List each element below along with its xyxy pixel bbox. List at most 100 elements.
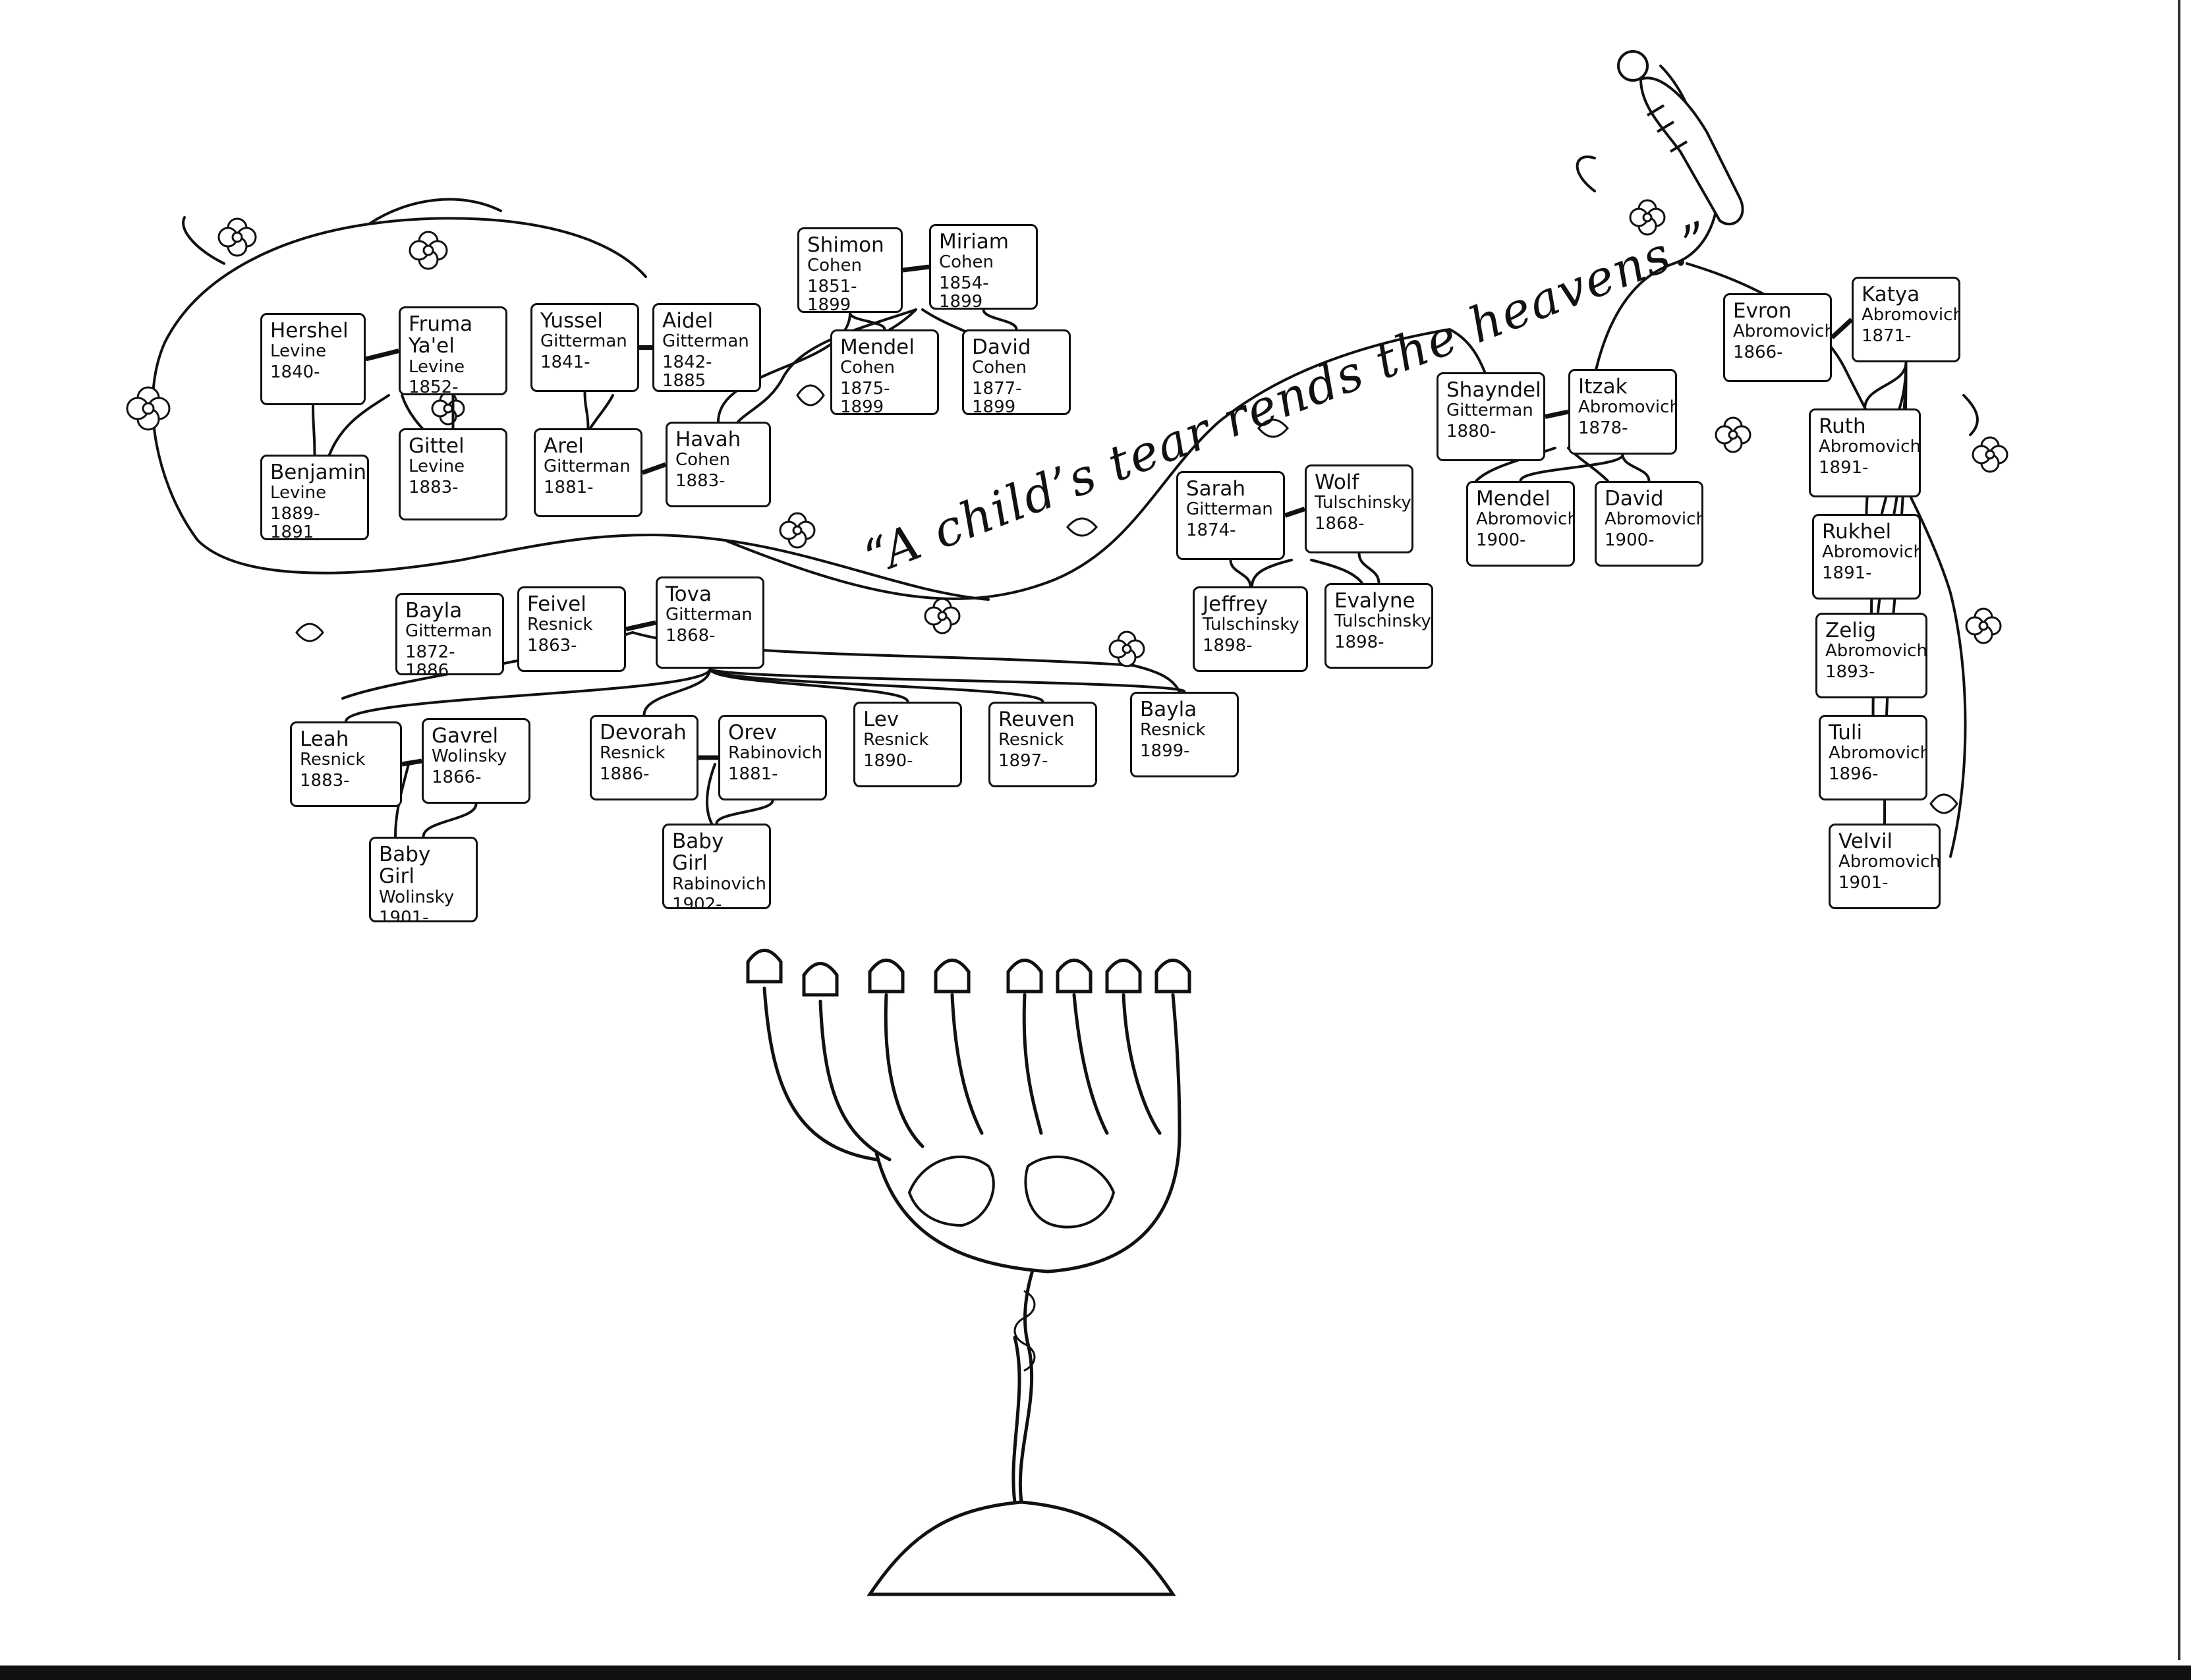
descent-link bbox=[312, 405, 316, 455]
menorah-illustration bbox=[746, 949, 1191, 1596]
person-first-name: David bbox=[972, 335, 1031, 359]
person-first-name: Miriam bbox=[939, 230, 1009, 254]
flower-icon bbox=[217, 217, 257, 257]
descent-link bbox=[583, 391, 590, 429]
person-first-name: Mendel bbox=[1476, 487, 1551, 511]
person-last-name: Gitterman bbox=[666, 605, 753, 625]
person-last-name: Abromovich bbox=[1825, 641, 1927, 661]
person-first-name: Lev bbox=[863, 708, 899, 731]
person-years: 1841- bbox=[540, 352, 590, 372]
person-years: 1868- bbox=[666, 625, 716, 646]
shofar-hand-illustration bbox=[1617, 50, 1744, 225]
descent-link bbox=[708, 667, 1044, 703]
descent-link bbox=[715, 800, 774, 824]
person-years: 1901- bbox=[379, 908, 429, 922]
person-last-name: Resnick bbox=[1140, 720, 1206, 741]
person-years: 1898- bbox=[1203, 635, 1253, 656]
descent-link bbox=[982, 309, 1018, 330]
person-first-name: Tova bbox=[666, 582, 712, 606]
person-first-name: Shimon bbox=[807, 233, 884, 257]
person-first-name: Fruma Ya'el bbox=[409, 312, 473, 358]
person-years: 1868- bbox=[1315, 513, 1365, 534]
flower-icon bbox=[1629, 199, 1666, 236]
page-right-border bbox=[2178, 0, 2180, 1660]
person-years: 1902- bbox=[672, 895, 722, 909]
person-years: 1854-1899 bbox=[939, 273, 989, 310]
marriage-link bbox=[641, 462, 667, 475]
person-first-name: Shayndel bbox=[1446, 378, 1541, 402]
person-years: 1863- bbox=[527, 635, 577, 656]
dove-right-icon bbox=[1024, 1156, 1116, 1229]
person-last-name: Levine bbox=[270, 341, 327, 362]
person-last-name: Abromovich bbox=[1822, 542, 1921, 563]
person-first-name: Reuven bbox=[998, 708, 1075, 731]
person-years: 1901- bbox=[1838, 872, 1889, 893]
person-years: 1900- bbox=[1476, 530, 1526, 550]
person-last-name: Cohen bbox=[939, 252, 994, 273]
person-last-name: Abromovich bbox=[1578, 397, 1677, 418]
flower-icon bbox=[126, 386, 171, 431]
flower-icon bbox=[1715, 416, 1751, 453]
person-years: 1851-1899 bbox=[807, 276, 857, 313]
person-last-name: Gitterman bbox=[1186, 499, 1273, 520]
person-first-name: Baby Girl bbox=[379, 843, 431, 889]
person-first-name: Bayla bbox=[405, 599, 463, 623]
person-last-name: Cohen bbox=[807, 256, 863, 276]
person-years: 1875-1899 bbox=[840, 378, 890, 415]
person-years: 1881- bbox=[728, 764, 778, 784]
person-years: 1896- bbox=[1829, 764, 1879, 784]
person-years: 1900- bbox=[1605, 530, 1655, 550]
descent-link bbox=[1229, 559, 1252, 587]
person-first-name: Jeffrey bbox=[1203, 592, 1268, 616]
person-years: 1889-1891 bbox=[270, 503, 320, 540]
person-first-name: Feivel bbox=[527, 592, 586, 616]
person-years: 1897- bbox=[998, 750, 1048, 771]
person-first-name: Aidel bbox=[662, 309, 714, 333]
descent-link bbox=[642, 668, 712, 715]
person-first-name: Bayla bbox=[1140, 698, 1197, 721]
person-years: 1898- bbox=[1334, 632, 1384, 652]
person-first-name: Zelig bbox=[1825, 619, 1877, 642]
vine-right-curl bbox=[1576, 155, 1979, 436]
marriage-link bbox=[401, 758, 422, 767]
person-first-name: Katya bbox=[1862, 283, 1920, 306]
person-first-name: Sarah bbox=[1186, 477, 1246, 501]
flower-icon bbox=[1108, 630, 1145, 667]
person-last-name: Wolinsky bbox=[432, 746, 507, 767]
person-first-name: Orev bbox=[728, 721, 777, 744]
person-last-name: Wolinsky bbox=[379, 887, 455, 907]
flower-icon bbox=[924, 598, 961, 634]
person-years: 1891- bbox=[1819, 457, 1869, 478]
person-last-name: Tulschinsky bbox=[1203, 615, 1299, 635]
marriage-link bbox=[1545, 409, 1569, 419]
person-last-name: Abromovich bbox=[1838, 852, 1941, 872]
descent-link bbox=[1519, 454, 1624, 482]
person-years: 1893- bbox=[1825, 661, 1875, 682]
leaf-icon bbox=[796, 384, 825, 406]
descent-link bbox=[345, 668, 712, 722]
person-first-name: Evron bbox=[1733, 299, 1792, 323]
person-years: 1899- bbox=[1140, 741, 1190, 761]
page-bottom-border bbox=[0, 1666, 2191, 1680]
flower-icon bbox=[1965, 607, 2002, 644]
person-last-name: Levine bbox=[270, 483, 327, 503]
person-first-name: Rukhel bbox=[1822, 520, 1892, 544]
descent-link bbox=[1621, 454, 1651, 482]
person-last-name: Gitterman bbox=[1446, 401, 1533, 421]
descent-link bbox=[1357, 553, 1380, 584]
leaf-icon bbox=[295, 623, 324, 642]
leaf-icon bbox=[1257, 418, 1289, 438]
person-last-name: Cohen bbox=[840, 358, 896, 378]
